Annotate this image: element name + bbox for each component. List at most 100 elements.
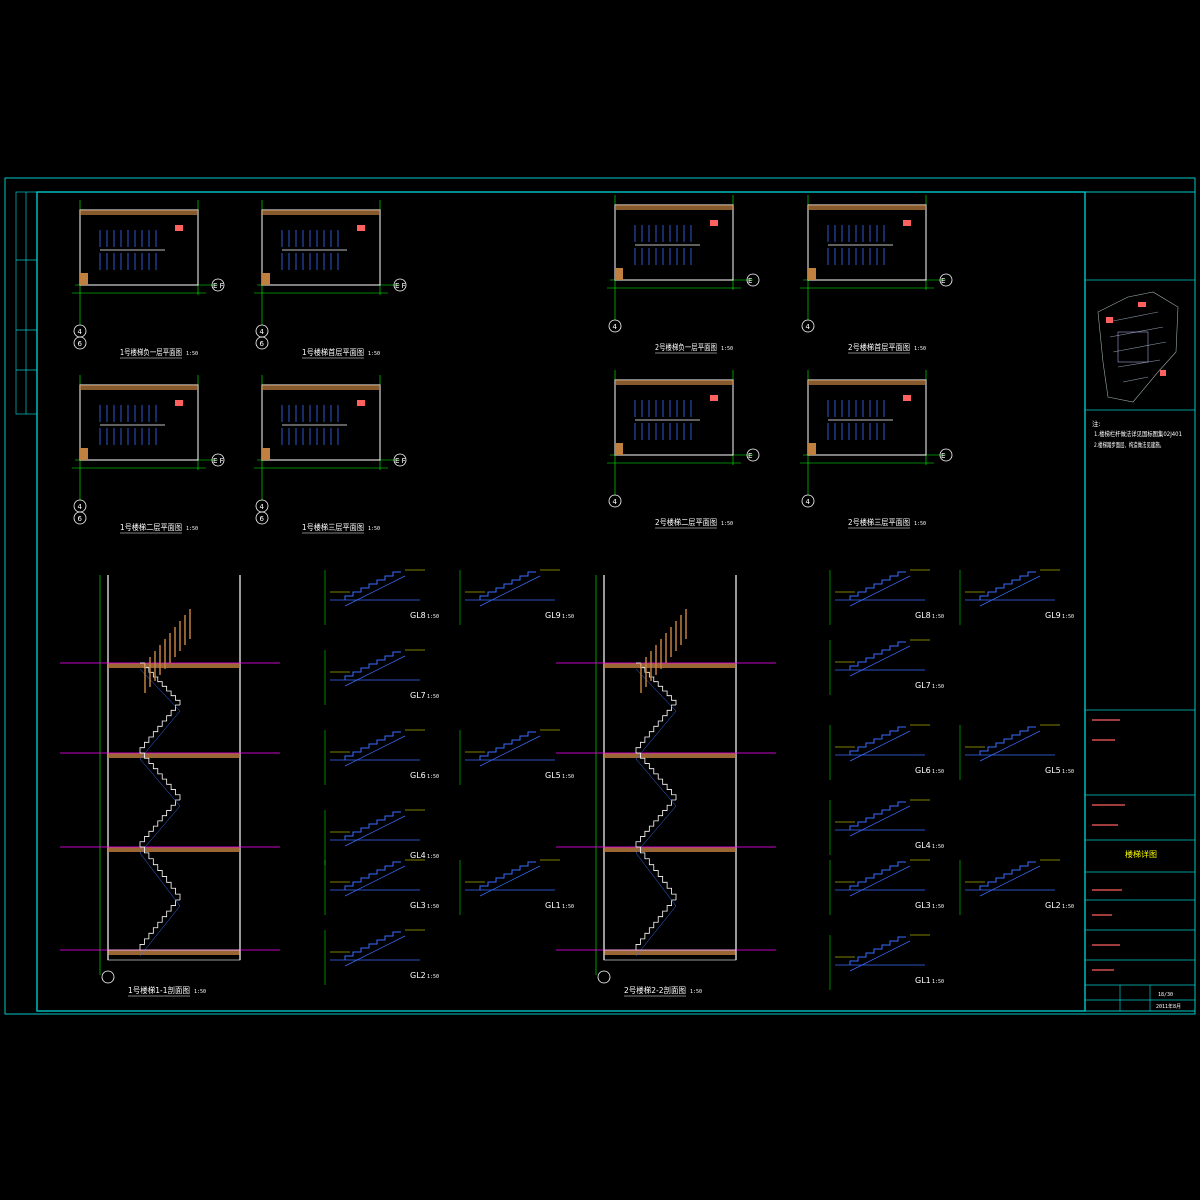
floor-slab bbox=[604, 950, 736, 955]
section-title: 2号楼梯2-2剖面图 bbox=[624, 985, 686, 995]
notes-header: 注: bbox=[1092, 419, 1101, 428]
detail-slab bbox=[979, 865, 1041, 897]
detail-steps bbox=[979, 861, 1036, 890]
detail-scale: 1:50 bbox=[562, 774, 574, 780]
detail-scale: 1:50 bbox=[562, 614, 574, 620]
axis-bubble bbox=[801, 494, 815, 508]
stair-flight bbox=[139, 799, 180, 847]
stair-wall bbox=[79, 209, 199, 286]
axis-label: 6 bbox=[260, 340, 265, 348]
wall-hatch bbox=[808, 205, 926, 210]
detail-scale: 1:50 bbox=[427, 774, 439, 780]
stair-flight bbox=[139, 704, 180, 753]
detail-scale: 1:50 bbox=[932, 769, 944, 775]
axis-label: E bbox=[748, 452, 752, 460]
floor-slab bbox=[604, 753, 736, 758]
stair-flight bbox=[636, 846, 677, 900]
date: 2011年8月 bbox=[1156, 1003, 1181, 1010]
axis-bubble bbox=[939, 448, 953, 462]
stair-flight bbox=[635, 899, 676, 950]
fire-hydrant bbox=[710, 220, 718, 226]
axis-bubble bbox=[939, 273, 953, 287]
axis-label: 4 bbox=[806, 323, 811, 331]
axis-bubble bbox=[101, 970, 115, 984]
axis-label: 6 bbox=[260, 515, 265, 523]
axis-bubble bbox=[746, 273, 760, 287]
stair-slab bbox=[139, 805, 181, 854]
stair-slab bbox=[139, 758, 181, 807]
detail-slab bbox=[849, 730, 911, 762]
detail-slab bbox=[849, 645, 911, 677]
stair-slab bbox=[139, 852, 181, 907]
detail-scale: 1:50 bbox=[1062, 769, 1074, 775]
axis-label: 6 bbox=[78, 340, 83, 348]
detail-id: GL3 bbox=[410, 901, 426, 910]
detail-id: GL1 bbox=[915, 976, 931, 985]
detail-slab bbox=[344, 865, 406, 897]
column-hatch bbox=[80, 448, 88, 460]
stair-wall bbox=[807, 379, 927, 456]
detail-steps bbox=[344, 651, 401, 680]
axis-bubble bbox=[211, 453, 225, 467]
axis-label: 6 bbox=[78, 515, 83, 523]
detail-scale: 1:50 bbox=[932, 904, 944, 910]
stair-flight bbox=[140, 662, 181, 705]
plan-scale: 1:50 bbox=[186, 526, 198, 532]
stair-flight bbox=[139, 899, 180, 950]
inner-frame bbox=[36, 191, 1086, 1012]
stair-flight bbox=[635, 704, 676, 753]
detail-id: GL2 bbox=[410, 971, 426, 980]
detail-id: GL4 bbox=[410, 851, 426, 860]
plan-title: 1号楼梯三层平面图 bbox=[302, 522, 364, 532]
detail-scale: 1:50 bbox=[1062, 904, 1074, 910]
axis-label: E F bbox=[395, 457, 406, 465]
detail-steps bbox=[979, 571, 1036, 600]
detail-slab bbox=[849, 865, 911, 897]
detail-scale: 1:50 bbox=[932, 844, 944, 850]
plan-scale: 1:50 bbox=[914, 346, 926, 352]
stair-slab bbox=[635, 710, 677, 760]
plan-title: 2号楼梯二层平面图 bbox=[655, 517, 717, 527]
stair-wall bbox=[807, 204, 927, 281]
wall-hatch bbox=[80, 385, 198, 390]
detail-steps bbox=[344, 571, 401, 600]
detail-steps bbox=[849, 861, 906, 890]
detail-id: GL7 bbox=[410, 691, 426, 700]
wall-hatch bbox=[262, 210, 380, 215]
detail-slab bbox=[479, 575, 541, 607]
detail-scale: 1:50 bbox=[427, 904, 439, 910]
detail-id: GL2 bbox=[1045, 901, 1061, 910]
detail-steps bbox=[849, 801, 906, 830]
title-block: 注: 1.楼梯栏杆做法详见国标图集02J401 2.楼梯踏步面层、构造做法见建施… bbox=[1084, 191, 1196, 1012]
axis-label: 4 bbox=[806, 498, 811, 506]
section-scale: 1:50 bbox=[194, 989, 206, 995]
wall-hatch bbox=[262, 385, 380, 390]
detail-steps bbox=[849, 936, 906, 965]
drawing-name: 楼梯详图 bbox=[1125, 849, 1157, 859]
detail-steps bbox=[849, 571, 906, 600]
stair-flight bbox=[636, 662, 677, 705]
detail-steps bbox=[344, 731, 401, 760]
outer-frame bbox=[4, 177, 1196, 1015]
foundation bbox=[603, 949, 737, 961]
column-hatch bbox=[615, 268, 623, 280]
axis-bubble bbox=[393, 278, 407, 292]
plan-scale: 1:50 bbox=[368, 351, 380, 357]
detail-id: GL5 bbox=[1045, 766, 1061, 775]
